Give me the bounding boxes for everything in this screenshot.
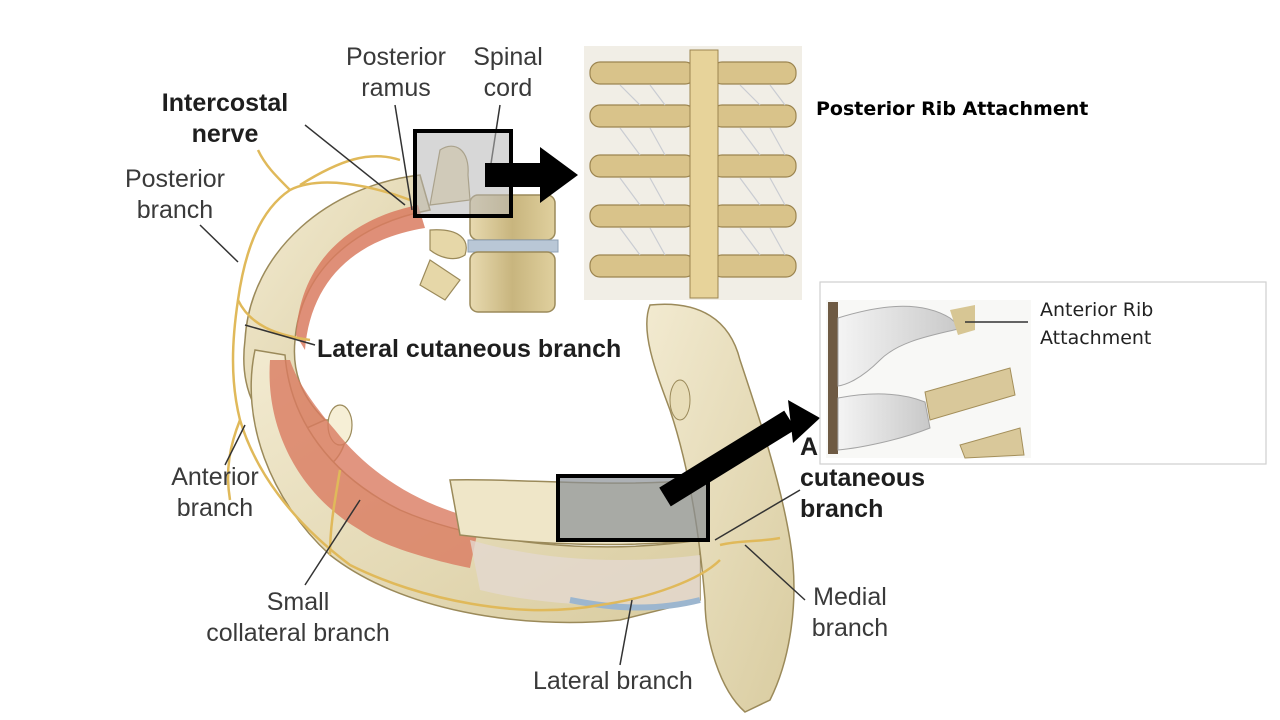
posterior-rib-attachment-title: Posterior Rib Attachment	[816, 98, 1089, 120]
posterior-inset-image	[584, 46, 802, 300]
label-lateral-cutaneous-branch: Lateral cutaneous branch	[317, 335, 622, 363]
intercostal-nerve-lines	[226, 149, 781, 612]
anterior-arrow	[659, 400, 820, 507]
leader-lines	[199, 104, 806, 666]
posterior-arrow	[485, 147, 578, 203]
anterior-inset-image	[819, 281, 1267, 465]
sternum	[646, 303, 795, 713]
label-lateral-branch: Lateral branch	[533, 667, 693, 695]
